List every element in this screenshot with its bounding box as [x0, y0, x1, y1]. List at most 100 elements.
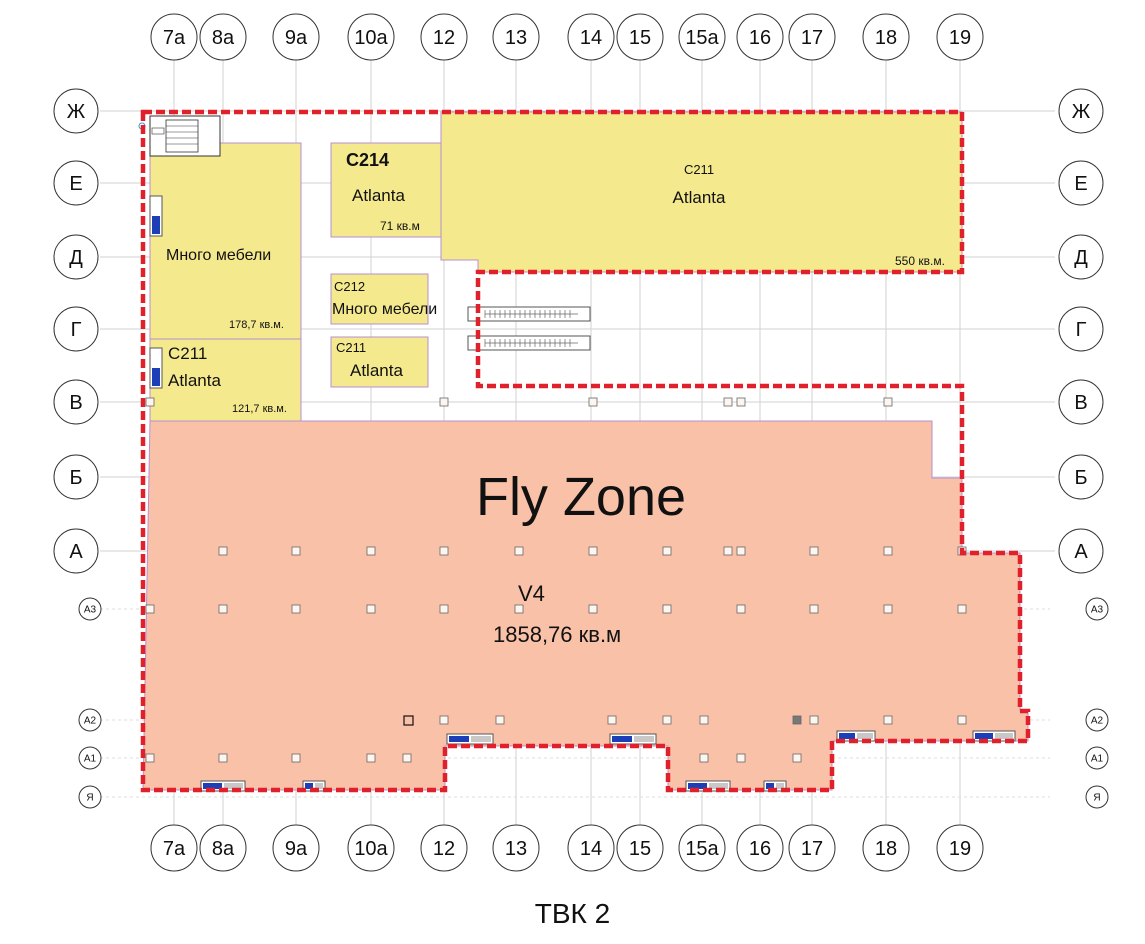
- column-marker: [514, 546, 524, 556]
- axis-bubble-column: 9a: [272, 13, 320, 61]
- column-marker: [291, 753, 301, 763]
- svg-text:А3: А3: [84, 605, 97, 616]
- svg-text:А: А: [1074, 541, 1088, 563]
- column-marker: [588, 397, 598, 407]
- axis-bubble-column: 17: [788, 13, 836, 61]
- axis-bubble-row: Г: [1058, 306, 1104, 352]
- room-c214[interactable]: [330, 142, 442, 238]
- svg-text:12: 12: [433, 838, 455, 860]
- column-marker: [403, 715, 414, 726]
- axis-bubble-row: В: [53, 379, 99, 425]
- svg-text:8a: 8a: [212, 838, 235, 860]
- v4-name: Fly Zone: [476, 467, 686, 527]
- svg-text:А1: А1: [1091, 754, 1104, 765]
- axis-bubble-column: 19: [936, 13, 984, 61]
- svg-text:19: 19: [949, 838, 971, 860]
- axis-bubble-column: 19: [936, 824, 984, 872]
- column-marker: [218, 546, 228, 556]
- axis-bubble-row: А: [1058, 528, 1104, 574]
- axis-bubble-column: 12: [420, 13, 468, 61]
- c211-top-code: С211: [684, 162, 714, 177]
- axis-bubble-subrow: А1: [1085, 746, 1109, 770]
- c211-left-tenant: Atlanta: [168, 371, 221, 390]
- axis-bubble-row: А: [53, 528, 99, 574]
- column-marker: [792, 753, 802, 763]
- axis-bubble-column: 12: [420, 824, 468, 872]
- svg-text:9a: 9a: [285, 27, 308, 49]
- axis-bubble-row: Д: [1058, 234, 1104, 280]
- svg-text:9a: 9a: [285, 838, 308, 860]
- axis-bubble-subrow: Я: [78, 785, 102, 809]
- column-marker: [736, 753, 746, 763]
- axis-bubble-subrow: А2: [78, 708, 102, 732]
- entrance-doors: [149, 195, 1016, 792]
- svg-text:Г: Г: [71, 319, 82, 341]
- room-c211-small[interactable]: [330, 336, 429, 388]
- column-marker: [883, 604, 893, 614]
- mnogo-left-area: 178,7 кв.м.: [229, 319, 284, 331]
- c211-small-code: С211: [336, 340, 366, 355]
- svg-text:Я: Я: [1093, 793, 1100, 804]
- column-marker: [514, 604, 524, 614]
- axis-bubble-column: 8a: [199, 13, 247, 61]
- column-marker: [662, 604, 672, 614]
- svg-text:7a: 7a: [163, 838, 186, 860]
- svg-text:14: 14: [580, 27, 602, 49]
- svg-text:15a: 15a: [685, 27, 719, 49]
- axis-bubble-row: Ж: [53, 88, 99, 134]
- column-marker: [809, 604, 819, 614]
- column-marker: [439, 546, 449, 556]
- svg-text:19: 19: [949, 27, 971, 49]
- axis-bubble-row: Д: [53, 234, 99, 280]
- svg-text:Е: Е: [1074, 173, 1087, 195]
- axis-bubble-row: Ж: [1058, 88, 1104, 134]
- column-marker: [699, 715, 709, 725]
- column-marker: [957, 715, 967, 725]
- axis-bubble-column: 18: [862, 824, 910, 872]
- axis-bubble-column: 18: [862, 13, 910, 61]
- column-marker: [291, 604, 301, 614]
- svg-text:А1: А1: [84, 754, 97, 765]
- c212-tenant: Много мебели: [332, 301, 437, 318]
- svg-text:В: В: [1074, 392, 1087, 414]
- svg-text:16: 16: [749, 27, 771, 49]
- room-c211-left[interactable]: [149, 338, 302, 422]
- rooms: [142, 111, 1029, 791]
- door-icon: [609, 733, 657, 745]
- door-icon: [446, 733, 494, 745]
- svg-text:10a: 10a: [354, 838, 388, 860]
- axis-bubble-subrow: А2: [1085, 708, 1109, 732]
- c211-top-area: 550 кв.м.: [895, 254, 945, 268]
- column-marker: [366, 546, 376, 556]
- svg-text:13: 13: [505, 838, 527, 860]
- column-marker: [792, 715, 802, 725]
- room-mnogo-mebeli-left[interactable]: [149, 142, 302, 340]
- svg-text:15: 15: [629, 838, 651, 860]
- axis-bubble-column: 14: [567, 13, 615, 61]
- axis-bubble-column: 15: [616, 13, 664, 61]
- c211-top-tenant: Atlanta: [673, 188, 726, 207]
- svg-text:8a: 8a: [212, 27, 235, 49]
- column-marker: [291, 546, 301, 556]
- c214-code: С214: [346, 150, 389, 170]
- column-marker: [662, 546, 672, 556]
- room-c212[interactable]: [330, 273, 429, 325]
- axis-bubbles: 7a7a8a8a9a9a10a10a121213131414151515a15a…: [53, 13, 1109, 872]
- axis-bubble-subrow: Я: [1085, 785, 1109, 809]
- svg-text:17: 17: [801, 27, 823, 49]
- column-marker: [588, 604, 598, 614]
- escalators: [467, 306, 591, 351]
- column-marker: [883, 546, 893, 556]
- column-marker: [145, 604, 155, 614]
- column-marker: [439, 397, 449, 407]
- svg-text:16: 16: [749, 838, 771, 860]
- c214-area: 71 кв.м: [380, 219, 420, 233]
- column-marker: [366, 753, 376, 763]
- axis-bubble-row: Е: [1058, 160, 1104, 206]
- axis-bubble-row: Г: [53, 306, 99, 352]
- axis-bubble-column: 17: [788, 824, 836, 872]
- axis-bubble-row: Б: [53, 454, 99, 500]
- axis-bubble-column: 16: [736, 824, 784, 872]
- v4-area: 1858,76 кв.м: [493, 622, 621, 647]
- svg-text:Г: Г: [1076, 319, 1087, 341]
